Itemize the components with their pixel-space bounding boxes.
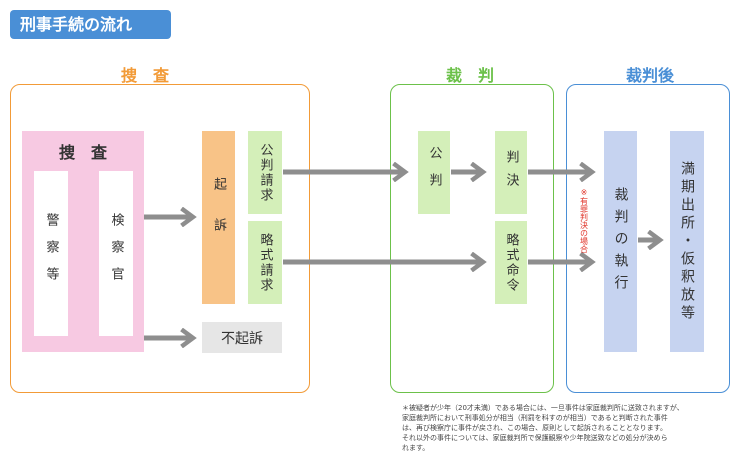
indictment-node: 起訴 (202, 131, 235, 304)
page-title: 刑事手続の流れ (10, 10, 171, 39)
public-trial-label: 公判 (426, 145, 442, 200)
summary-order-label: 略式命令 (503, 232, 519, 293)
release-label: 満期出所・仮釈放等 (679, 160, 695, 323)
section-investigation-header: 捜 査 (120, 66, 169, 85)
execution-label: 裁判の執行 (612, 186, 629, 297)
summary-request-label: 略式請求 (257, 232, 273, 293)
indictment-label: 起訴 (211, 176, 226, 259)
public-trial-node: 公判 (418, 131, 450, 214)
footnote-line: は、再び検察庁に事件が戻され、この場合、原則として起訴されることとなります。 (402, 424, 667, 432)
guilty-note-label: ※有罪判決の場合 (579, 187, 589, 253)
footnote: ＊被疑者が少年（20才未満）である場合には、一旦事件は家庭裁判所に送致されますが… (402, 403, 732, 453)
police-label: 警察等 (43, 213, 59, 294)
footnote-line: れます。 (402, 444, 430, 452)
prosecutor-label: 検察官 (108, 213, 124, 294)
summary-request-node: 略式請求 (248, 221, 282, 304)
section-trial-header: 裁 判 (445, 66, 494, 85)
police-node: 警察等 (34, 171, 68, 336)
prosecutor-node: 検察官 (99, 171, 133, 336)
guilty-note: ※有罪判決の場合 (569, 180, 599, 260)
footnote-line: 家庭裁判所において刑事処分が相当（刑罰を科すのが相当）であると判断された事件 (402, 414, 668, 422)
non-prosecution-node: 不起訴 (202, 322, 282, 353)
execution-node: 裁判の執行 (604, 131, 637, 352)
footnote-line: ＊被疑者が少年（20才未満）である場合には、一旦事件は家庭裁判所に送致されますが… (402, 404, 684, 412)
non-prosecution-label: 不起訴 (221, 330, 263, 347)
summary-order-node: 略式命令 (495, 221, 527, 304)
release-node: 満期出所・仮釈放等 (670, 131, 704, 352)
section-post-trial-header: 裁判後 (625, 66, 674, 85)
judgment-node: 判決 (495, 131, 527, 214)
judgment-label: 判決 (503, 149, 519, 196)
formal-request-node: 公判請求 (248, 131, 282, 214)
footnote-line: それ以外の事件については、家庭裁判所で保護観察や少年院送致などの処分が決めら (402, 434, 668, 442)
investigation-box-label: 捜 査 (58, 143, 107, 162)
formal-request-label: 公判請求 (257, 142, 273, 203)
